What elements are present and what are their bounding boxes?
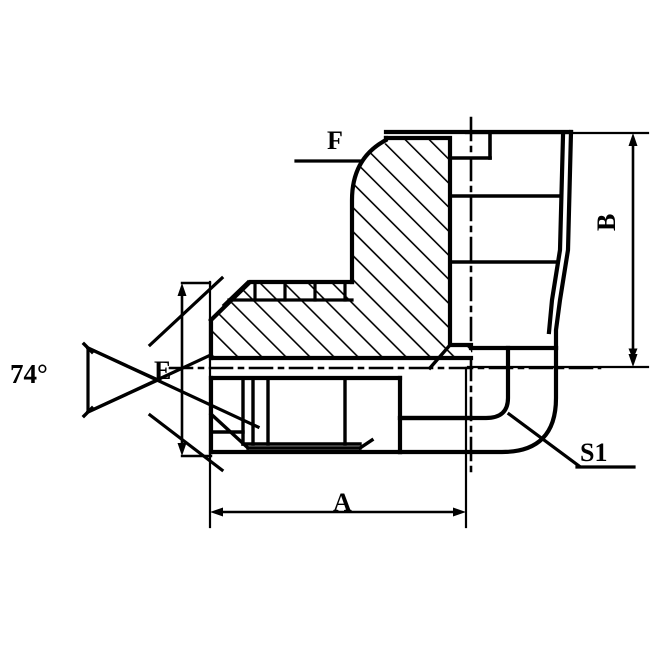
- e-extension-lines: [180, 281, 213, 458]
- flare-chamfer-detail: [208, 411, 375, 451]
- angle-label-74: 74°: [10, 359, 48, 389]
- elbow-outer-corner: [397, 345, 559, 455]
- leader-s1: [506, 411, 636, 469]
- sectioned-material-hatching: [211, 138, 471, 358]
- callout-label-s1: S1: [580, 438, 608, 467]
- dimension-a: [210, 507, 466, 517]
- horizontal-arm-thread-crests: [221, 279, 354, 308]
- dimension-b: [628, 133, 638, 367]
- dimension-label-b: B: [592, 213, 621, 231]
- vertical-port-bore: [448, 130, 562, 264]
- horizontal-arm-internal-lines: [209, 376, 362, 446]
- callout-label-f: F: [327, 126, 343, 155]
- horizontal-arm-body: [208, 375, 474, 455]
- inner-corner-chamfer: [427, 342, 453, 371]
- vertical-port-outer-body: [383, 129, 574, 351]
- dimension-label-a: A: [333, 488, 352, 517]
- flare-construction-lines: [147, 275, 225, 473]
- dimension-label-e: E: [154, 356, 172, 385]
